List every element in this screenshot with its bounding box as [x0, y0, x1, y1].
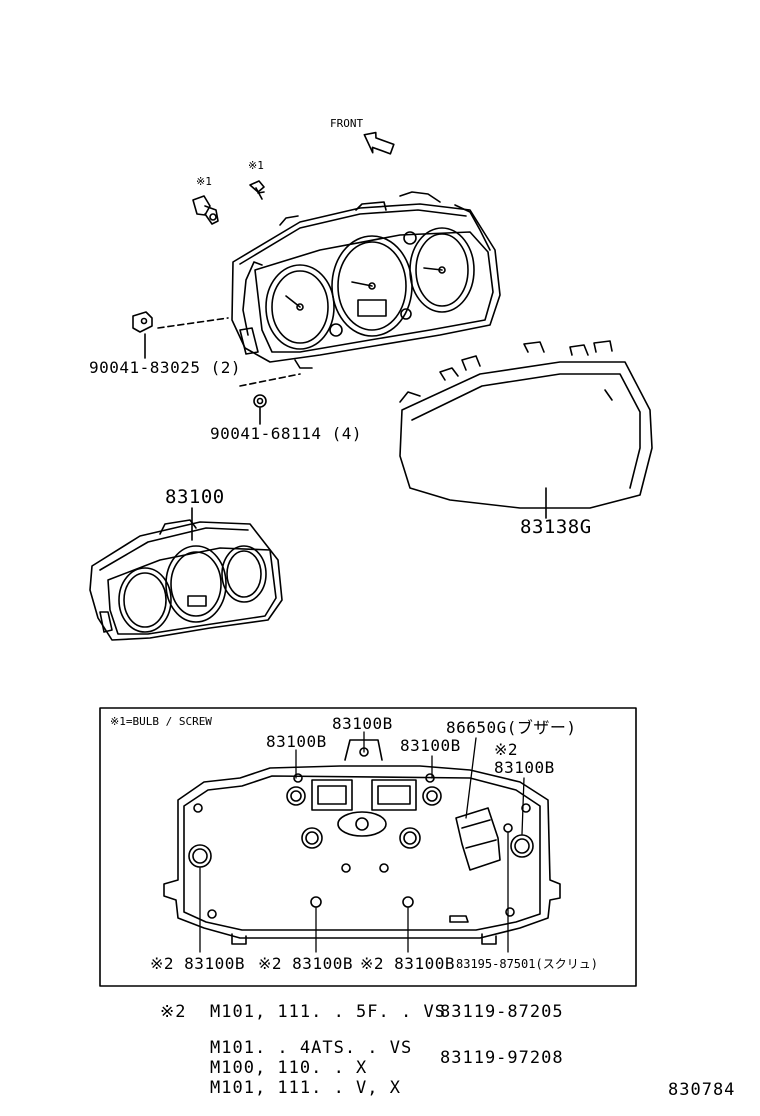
- inset-leader-lines: [199, 731, 525, 953]
- callout-bottom-2: ※2 83100B: [258, 954, 353, 973]
- callout-top-right: 83100B: [400, 736, 461, 755]
- callout-top-left: 83100B: [266, 732, 327, 751]
- front-label: FRONT: [330, 117, 364, 130]
- front-arrow-icon: [363, 131, 395, 155]
- part-number-glass: 83138G: [520, 516, 592, 538]
- applicability-row2-models-c: M101, 111. . V, X: [210, 1078, 401, 1098]
- screw-icon: [249, 180, 265, 200]
- part-number-nut: 90041-68114 (4): [210, 424, 362, 443]
- callout-bottom-screw: 83195-87501(スクリュ): [456, 957, 598, 971]
- part-number-clip: 90041-83025 (2): [89, 358, 241, 377]
- figure-number: 830784: [668, 1080, 736, 1100]
- callout-right-mark: ※2: [494, 740, 519, 759]
- callout-bottom-1: ※2 83100B: [150, 954, 245, 973]
- callout-top-center: 83100B: [332, 714, 393, 733]
- inset-legend: ※1=BULB / SCREW: [110, 715, 212, 728]
- meter-rear-view: [163, 739, 561, 945]
- applicability-mark: ※2: [160, 1002, 187, 1022]
- bulb-socket-icon: [192, 195, 219, 225]
- applicability-row2-models-a: M101. . 4ATS. . VS: [210, 1038, 413, 1058]
- applicability-row2-part: 83119-97208: [440, 1048, 564, 1068]
- part-number-meter-assy: 83100: [165, 486, 225, 508]
- applicability-row2-models-b: M100, 110. . X: [210, 1058, 368, 1078]
- detail-inset-frame: [99, 707, 637, 987]
- combination-meter-assy-view: [89, 519, 283, 641]
- combination-meter-assembly: [231, 191, 501, 369]
- callout-buzzer: 86650G(ブザー): [446, 718, 577, 737]
- callout-bottom-3: ※2 83100B: [360, 954, 455, 973]
- nut-icon: [253, 394, 267, 408]
- screw-mark-label: ※1: [248, 159, 264, 172]
- clip-icon: [132, 311, 153, 333]
- bulb-mark-label: ※1: [196, 175, 212, 188]
- applicability-row1-part: 83119-87205: [440, 1002, 564, 1022]
- applicability-row1-models: M101, 111. . 5F. . VS: [210, 1002, 446, 1022]
- callout-right: 83100B: [494, 758, 555, 777]
- meter-glass-lens: [399, 340, 653, 509]
